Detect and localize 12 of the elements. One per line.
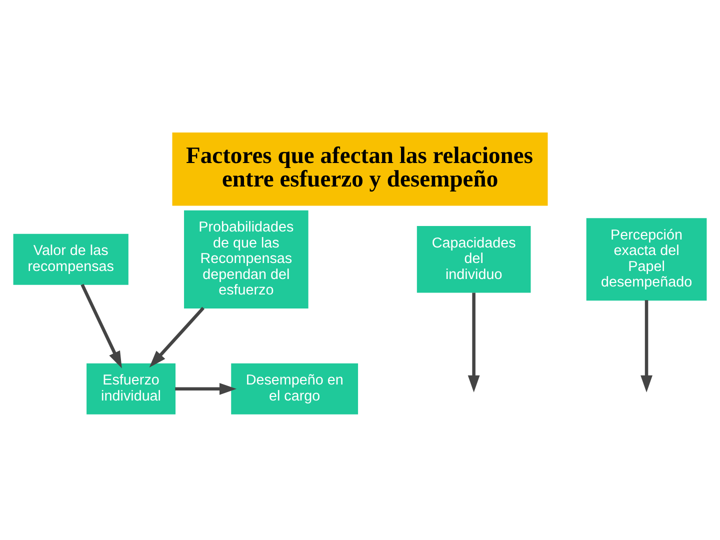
- arrow: [80, 283, 122, 368]
- arrow: [640, 300, 652, 392]
- node-box: Esfuerzo individual: [86, 362, 176, 414]
- arrow: [468, 292, 480, 392]
- arrow: [175, 382, 237, 394]
- node-box: Probabilidades de que las Recompensas dependan del esfuerzo: [184, 210, 308, 308]
- node-box: Valor de las recompensas: [13, 233, 128, 284]
- node-box: Percepción exacta del Papel desempeñado: [586, 218, 707, 300]
- node-box: Capacidades del individuo: [416, 226, 531, 292]
- arrow: [149, 306, 204, 367]
- diagram-title: Factores que afectan las relaciones entre esfuerzo y desempeño: [186, 142, 534, 192]
- node-box: Desempeño en el cargo: [231, 362, 358, 414]
